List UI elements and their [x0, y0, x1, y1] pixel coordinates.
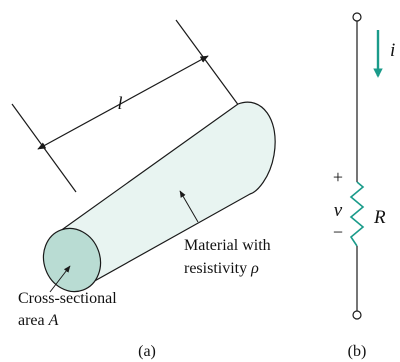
area-pointer-arrow [49, 265, 71, 293]
cross-section-face [42, 227, 102, 293]
resistor-zigzag [349, 181, 365, 247]
current-label: i [390, 40, 395, 61]
length-label: l [117, 93, 122, 113]
resistor-label: R [373, 207, 386, 228]
area-symbol: A [48, 312, 59, 329]
cylinder-body [55, 101, 276, 289]
voltage-label: v [334, 200, 343, 221]
material-pointer-arrow [179, 190, 199, 223]
dimension-extension-line-left [11, 103, 77, 193]
dimension-extension-line-right [175, 19, 243, 111]
caption-b: (b) [348, 343, 367, 360]
caption-a: (a) [138, 343, 156, 360]
length-dimension-arrow [37, 55, 209, 150]
resistivity-symbol: ρ [250, 260, 259, 277]
area-label-line2: area A [18, 312, 59, 329]
area-label-line1: Cross-sectional [18, 290, 117, 307]
area-text: area [18, 312, 49, 329]
plus-sign: + [333, 167, 343, 187]
resistivity-text: resistivity [184, 260, 251, 277]
minus-sign: − [333, 222, 343, 242]
figure-b: i + v − R (b) [333, 12, 395, 360]
material-label-line2: resistivity ρ [184, 260, 259, 277]
material-label-line1: Material with [184, 237, 271, 254]
bottom-terminal [352, 310, 362, 320]
top-terminal [352, 12, 362, 22]
figure-a: l Material with resistivity ρ Cross-sect… [11, 19, 276, 360]
